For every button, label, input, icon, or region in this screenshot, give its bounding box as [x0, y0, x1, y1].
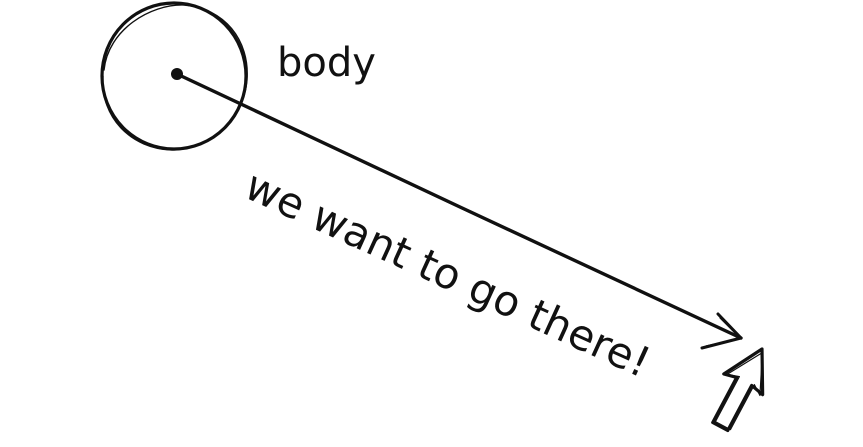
- direction-arrow: [175, 72, 743, 350]
- body-label: body: [277, 40, 376, 86]
- mouse-cursor-icon: [711, 347, 765, 433]
- body-circle: [100, 1, 248, 151]
- arrow-caption: we want to go there!: [238, 161, 658, 388]
- arrow-head: [700, 312, 743, 350]
